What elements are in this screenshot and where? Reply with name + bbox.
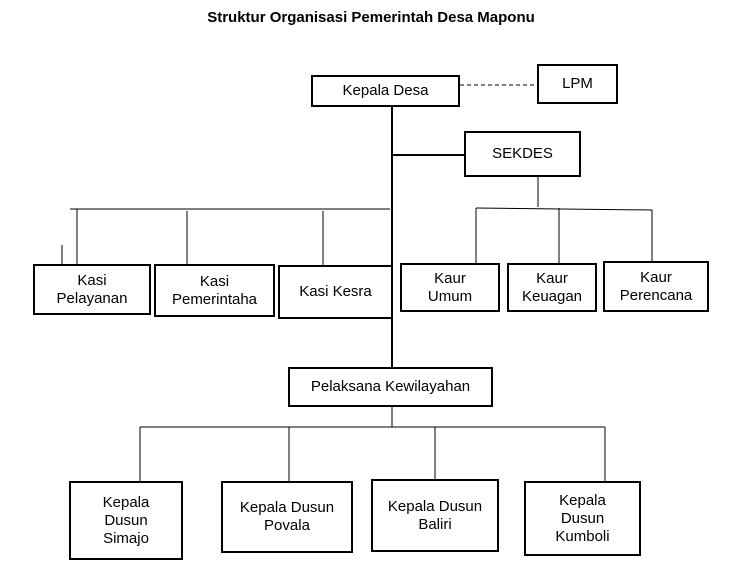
kaur-bus xyxy=(475,207,653,211)
node-pelaksana-kewilayahan: Pelaksana Kewilayahan xyxy=(288,367,493,407)
node-kadus-simajo: Kepala Dusun Simajo xyxy=(69,481,183,560)
node-kaur-umum: Kaur Umum xyxy=(400,263,500,312)
node-kadus-baliri: Kepala Dusun Baliri xyxy=(371,479,499,552)
node-kadus-povala: Kepala Dusun Povala xyxy=(221,481,353,553)
node-sekdes: SEKDES xyxy=(464,131,581,177)
node-kepala-desa: Kepala Desa xyxy=(311,75,460,107)
node-kaur-keuagan: Kaur Keuagan xyxy=(507,263,597,312)
node-kasi-kesra: Kasi Kesra xyxy=(278,265,393,319)
node-kasi-pemerintaha: Kasi Pemerintaha xyxy=(154,264,275,317)
node-kadus-kumboli: Kepala Dusun Kumboli xyxy=(524,481,641,556)
node-kaur-perencana: Kaur Perencana xyxy=(603,261,709,312)
node-lpm: LPM xyxy=(537,64,618,104)
chart-title: Struktur Organisasi Pemerintah Desa Mapo… xyxy=(207,9,535,26)
node-kasi-pelayanan: Kasi Pelayanan xyxy=(33,264,151,315)
